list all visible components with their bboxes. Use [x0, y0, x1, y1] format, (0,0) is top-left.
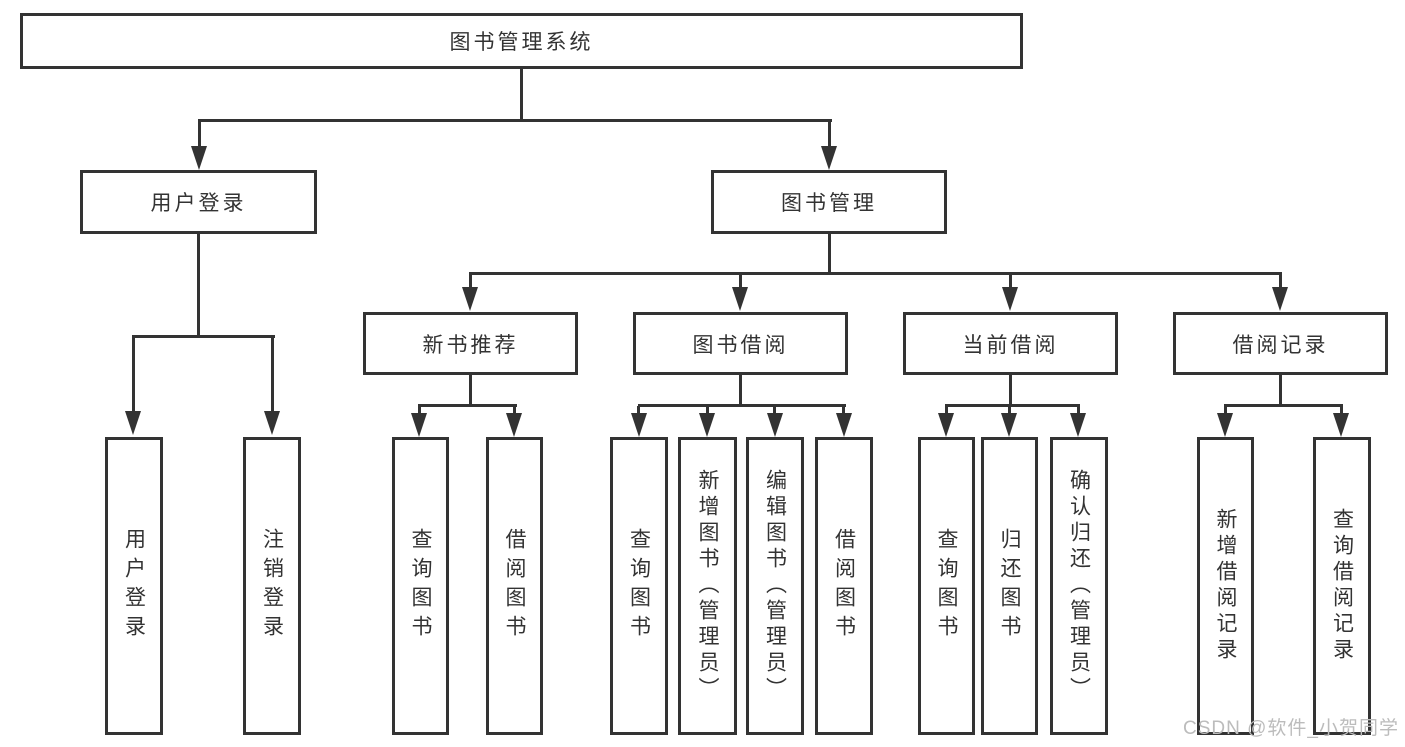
connector-nbr-drop-1 — [418, 406, 421, 414]
connector-br-rail — [1224, 404, 1343, 407]
connector-bookmgmt-drop-3 — [1009, 274, 1012, 289]
arrow-bb-add — [699, 413, 715, 437]
connector-nbr-rail — [418, 404, 517, 407]
node-book-borrow-label: 图书借阅 — [692, 333, 789, 357]
arrow-br-add — [1217, 413, 1233, 437]
leaf-user-login: 用户登录 — [105, 437, 163, 735]
connector-bookmgmt-drop-2 — [739, 274, 742, 289]
leaf-br-query-record: 查询借阅记录 — [1313, 437, 1371, 735]
arrow-to-borrow-records — [1272, 287, 1288, 311]
arrow-bb-borrow — [836, 413, 852, 437]
connector-br-drop-2 — [1340, 406, 1343, 414]
leaf-logout-label: 注销登录 — [260, 528, 284, 644]
connector-bookmgmt-stub — [828, 234, 831, 273]
leaf-logout: 注销登录 — [243, 437, 301, 735]
leaf-bb-add-books-admin-label: 新增图书（管理员） — [696, 469, 719, 703]
leaf-nbr-query-books: 查询图书 — [392, 437, 449, 735]
leaf-cb-return-books-label: 归还图书 — [998, 528, 1021, 644]
leaf-cb-confirm-return-admin-label: 确认归还（管理员） — [1067, 469, 1091, 703]
node-borrow-records: 借阅记录 — [1173, 312, 1388, 375]
connector-bookmgmt-drop-1 — [469, 274, 472, 289]
leaf-cb-query-books: 查询图书 — [918, 437, 975, 735]
connector-userlogin-stub — [197, 234, 200, 336]
node-root: 图书管理系统 — [20, 13, 1023, 69]
arrow-nbr-query — [411, 413, 427, 437]
leaf-nbr-query-books-label: 查询图书 — [409, 528, 432, 644]
connector-cb-drop-2 — [1008, 406, 1011, 414]
arrow-to-login — [125, 411, 141, 435]
leaf-nbr-borrow-books: 借阅图书 — [486, 437, 543, 735]
connector-cb-stub — [1009, 375, 1012, 406]
connector-cb-drop-1 — [945, 406, 948, 414]
connector-bb-drop-2 — [706, 406, 709, 414]
leaf-bb-borrow-books-label: 借阅图书 — [832, 528, 856, 644]
leaf-br-query-record-label: 查询借阅记录 — [1330, 508, 1354, 664]
node-book-management: 图书管理 — [711, 170, 947, 234]
connector-root-drop-left — [198, 121, 201, 148]
connector-root-stub — [520, 69, 523, 120]
leaf-br-add-record-label: 新增借阅记录 — [1214, 508, 1237, 664]
connector-bookmgmt-rail — [469, 272, 1282, 275]
connector-bb-drop-1 — [637, 406, 640, 414]
leaf-bb-query-books-label: 查询图书 — [627, 528, 651, 644]
connector-nbr-stub — [469, 375, 472, 406]
leaf-cb-query-books-label: 查询图书 — [935, 528, 958, 644]
leaf-cb-return-books: 归还图书 — [981, 437, 1038, 735]
arrow-bb-edit — [767, 413, 783, 437]
node-current-borrow: 当前借阅 — [903, 312, 1118, 375]
connector-nbr-drop-2 — [513, 406, 516, 414]
node-new-book-recommend: 新书推荐 — [363, 312, 578, 375]
leaf-nbr-borrow-books-label: 借阅图书 — [503, 528, 526, 644]
leaf-bb-borrow-books: 借阅图书 — [815, 437, 873, 735]
connector-bb-drop-3 — [773, 406, 776, 414]
leaf-bb-query-books: 查询图书 — [610, 437, 668, 735]
connector-userlogin-drop-1 — [132, 337, 135, 412]
leaf-bb-add-books-admin: 新增图书（管理员） — [678, 437, 737, 735]
connector-userlogin-rail — [132, 335, 275, 338]
connector-bb-drop-4 — [842, 406, 845, 414]
arrow-bb-query — [631, 413, 647, 437]
node-root-label: 图书管理系统 — [449, 31, 594, 54]
node-current-borrow-label: 当前借阅 — [962, 333, 1059, 357]
leaf-bb-edit-books-admin-label: 编辑图书（管理员） — [763, 469, 787, 703]
leaf-cb-confirm-return-admin: 确认归还（管理员） — [1050, 437, 1108, 735]
node-borrow-records-label: 借阅记录 — [1232, 333, 1329, 357]
arrow-to-current-borrow — [1002, 287, 1018, 311]
csdn-watermark: CSDN @软件_小贺同学 — [1183, 718, 1399, 739]
leaf-bb-edit-books-admin: 编辑图书（管理员） — [746, 437, 804, 735]
connector-root-rail — [198, 119, 832, 122]
node-book-management-label: 图书管理 — [781, 192, 877, 215]
connector-root-drop-right — [828, 121, 831, 148]
connector-cb-drop-3 — [1077, 406, 1080, 414]
arrow-cb-confirm — [1070, 413, 1086, 437]
node-book-borrow: 图书借阅 — [633, 312, 848, 375]
arrow-to-new-book-rec — [462, 287, 478, 311]
arrow-to-user-login — [191, 146, 207, 170]
connector-bookmgmt-drop-4 — [1279, 274, 1282, 289]
connector-br-stub — [1279, 375, 1282, 406]
connector-cb-rail — [945, 404, 1080, 407]
leaf-user-login-label: 用户登录 — [122, 528, 146, 644]
arrow-cb-query — [938, 413, 954, 437]
connector-bb-stub — [739, 375, 742, 406]
arrow-br-query — [1333, 413, 1349, 437]
arrow-to-book-management — [821, 146, 837, 170]
node-user-login: 用户登录 — [80, 170, 317, 234]
arrow-to-book-borrow — [732, 287, 748, 311]
arrow-to-logout — [264, 411, 280, 435]
node-user-login-label: 用户登录 — [150, 192, 247, 215]
arrow-cb-return — [1001, 413, 1017, 437]
connector-bb-rail — [638, 404, 846, 407]
connector-userlogin-drop-2 — [271, 337, 274, 412]
leaf-br-add-record: 新增借阅记录 — [1197, 437, 1254, 735]
arrow-nbr-borrow — [506, 413, 522, 437]
node-new-book-recommend-label: 新书推荐 — [422, 333, 519, 357]
connector-br-drop-1 — [1224, 406, 1227, 414]
